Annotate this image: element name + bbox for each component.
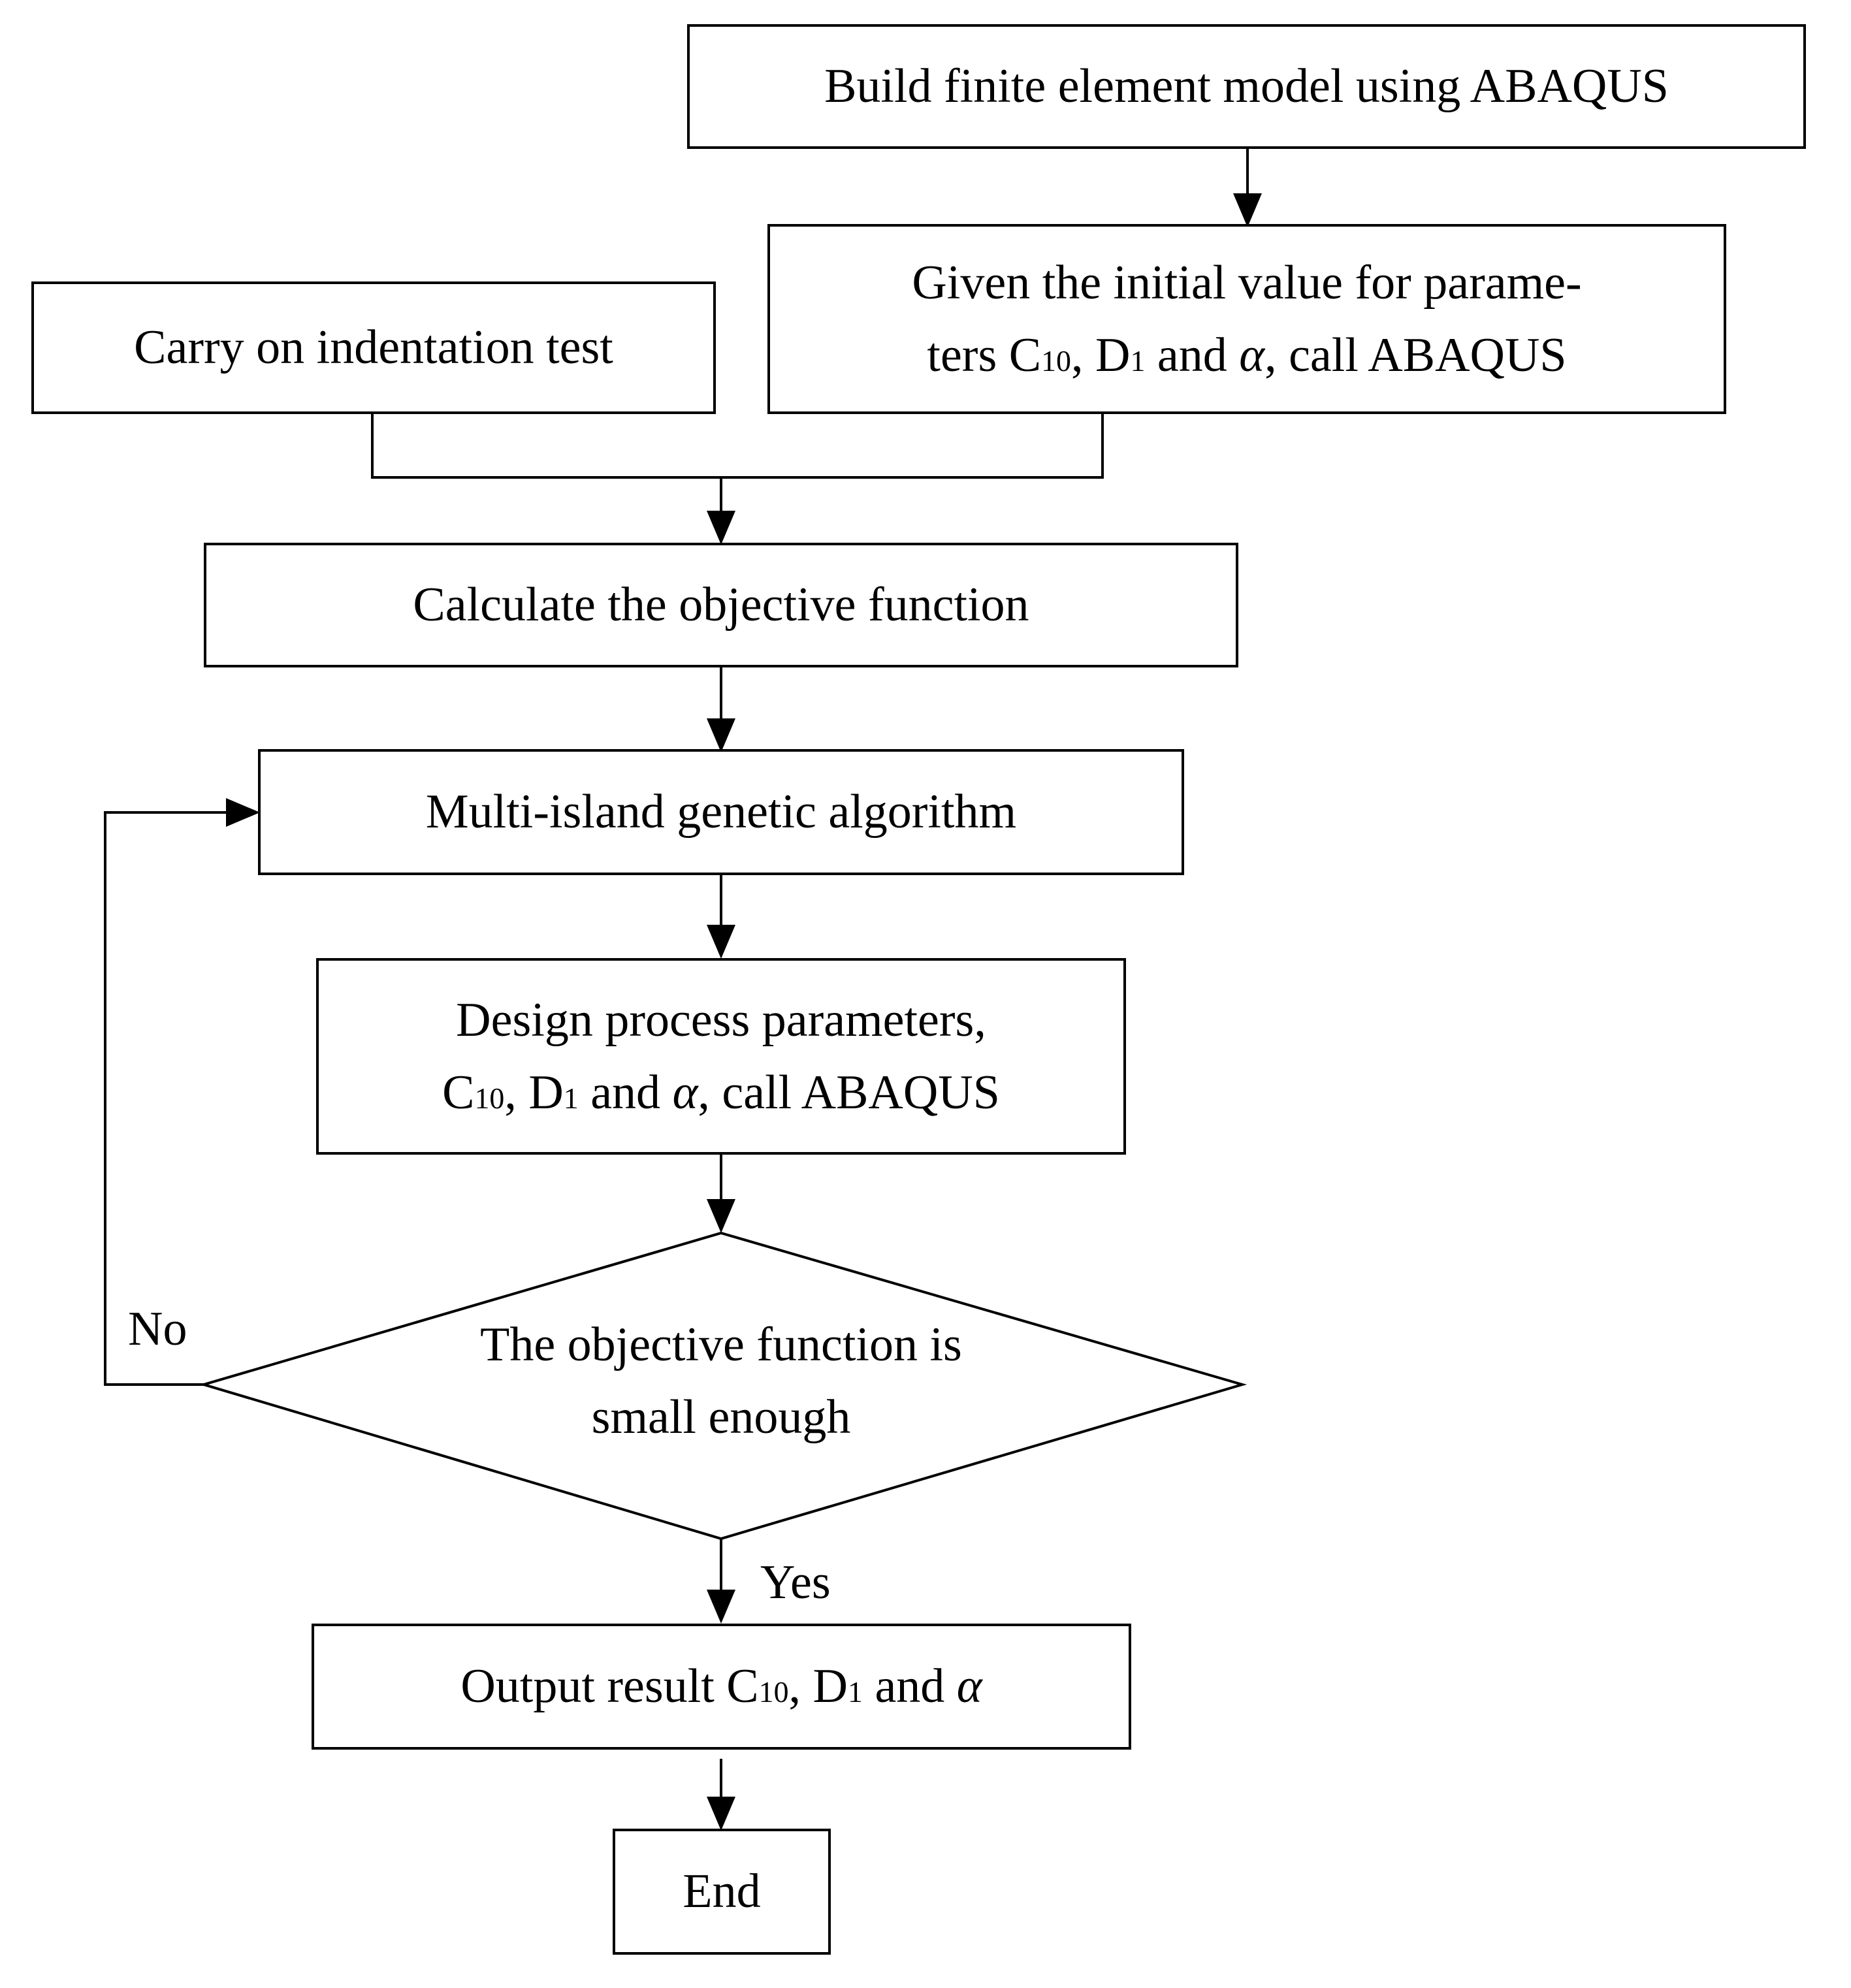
arrowhead [707, 925, 735, 959]
output-result-label: Output result C10, D1 and α [460, 1659, 982, 1713]
yes-label: Yes [760, 1556, 831, 1609]
design-params-line1: Design process parameters, [456, 993, 986, 1047]
objective-function-label: Calculate the objective function [413, 578, 1029, 632]
arrowhead [707, 511, 735, 545]
no-label: No [128, 1302, 187, 1356]
output-result-box: Output result C10, D1 and α [312, 1624, 1131, 1750]
arrowhead [1233, 193, 1262, 227]
arrowhead [707, 1797, 735, 1831]
indentation-test-label: Carry on indentation test [134, 321, 613, 374]
arrowhead [707, 1590, 735, 1624]
end-label: End [683, 1865, 761, 1918]
decision-line1: The objective function is [480, 1318, 962, 1371]
end-box: End [613, 1829, 831, 1955]
build-model-box: Build finite element model using ABAQUS [687, 24, 1806, 149]
genetic-algorithm-box: Multi-island genetic algorithm [258, 749, 1184, 875]
design-params-box: Design process parameters, C10, D1 and α… [316, 958, 1126, 1155]
decision-line2: small enough [591, 1390, 851, 1444]
arrowhead [226, 798, 260, 827]
no-loop-connector [104, 811, 230, 1386]
initial-value-box: Given the initial value for parame- ters… [767, 224, 1726, 414]
initial-value-line2: ters C10, D1 and α, call ABAQUS [927, 328, 1567, 382]
initial-value-line1: Given the initial value for parame- [912, 255, 1582, 310]
arrowhead [707, 718, 735, 752]
genetic-algorithm-label: Multi-island genetic algorithm [425, 785, 1017, 839]
arrowhead [707, 1199, 735, 1233]
merge-connector [371, 414, 1104, 479]
design-params-line2: C10, D1 and α, call ABAQUS [442, 1065, 1000, 1119]
build-model-label: Build finite element model using ABAQUS [824, 59, 1669, 113]
indentation-test-box: Carry on indentation test [31, 281, 716, 414]
objective-function-box: Calculate the objective function [204, 543, 1238, 667]
decision-label: The objective function is small enough [366, 1306, 1076, 1456]
